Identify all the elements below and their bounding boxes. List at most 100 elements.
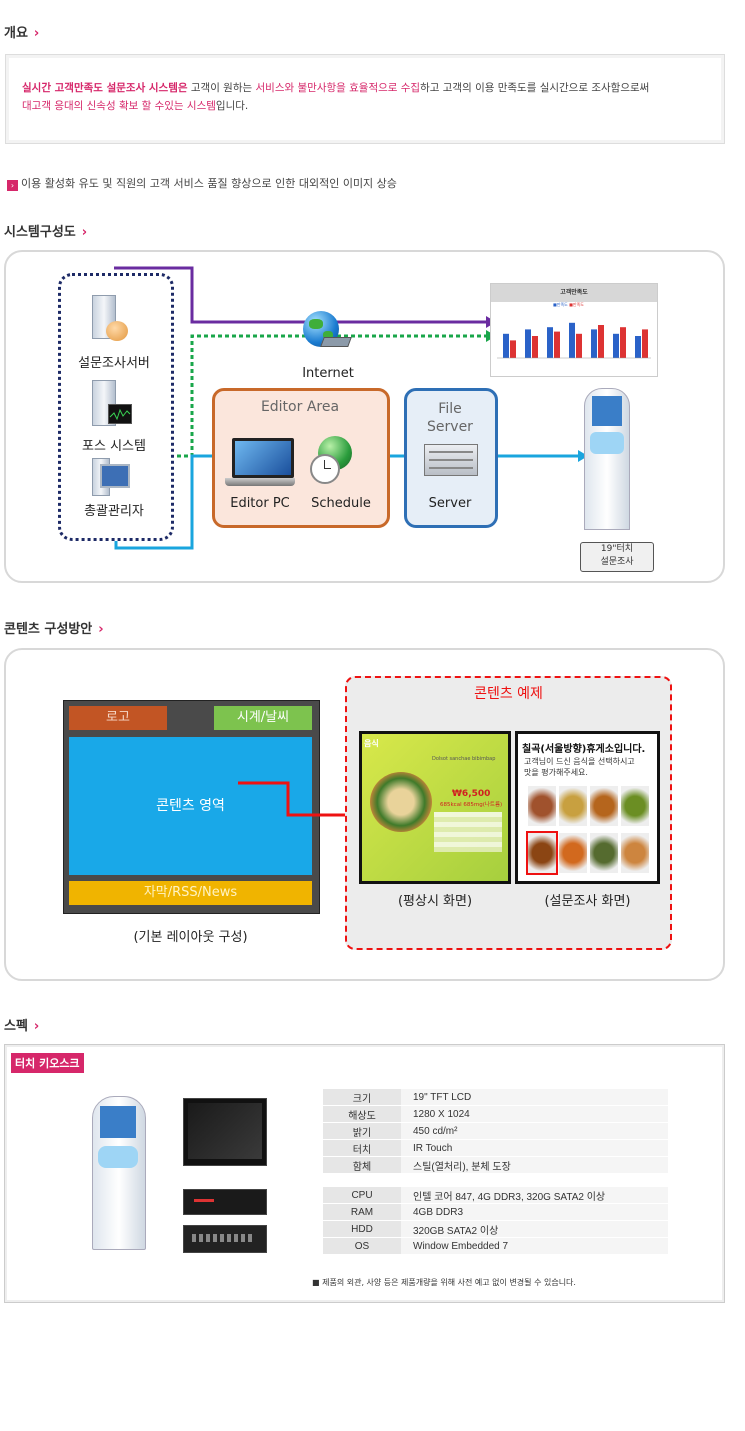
survey-screen: 칠곡(서울방향)휴게소입니다. 고객님이 드신 음식을 선택하시고 맛을 평가해… [515, 731, 660, 884]
benefit-line: ›이용 활성화 유도 및 직원의 고객 서비스 품질 향상으로 인한 대외적인 … [7, 175, 397, 191]
server-label-pos: 포스 시스템 [82, 439, 146, 454]
mini-bar [576, 333, 582, 358]
food-name-en: Dolsot sanchae bibimbap [432, 756, 496, 762]
file-server-label: File Server [427, 401, 473, 435]
food-thumb[interactable] [621, 833, 649, 873]
layout-content-area: 콘텐츠 영역 [69, 737, 312, 875]
mini-bar [554, 331, 560, 358]
system-title: 시스템구성도› [4, 225, 88, 240]
bullet-arrow-icon: › [7, 180, 18, 191]
spec-key: 함체 [323, 1156, 401, 1174]
server-icon [92, 295, 128, 341]
laptop-icon [225, 438, 295, 486]
spec-key: CPU [323, 1187, 401, 1204]
food-thumb-selected[interactable] [526, 831, 558, 875]
mini-bar [525, 329, 531, 358]
food-thumb[interactable] [559, 786, 587, 826]
monitor-product-image [183, 1098, 267, 1166]
food-price: ₩6,500 [452, 789, 491, 799]
overview-title: 개요› [4, 26, 40, 41]
layout-ticker: 자막/RSS/News [69, 881, 312, 905]
spec-value: 스틸(열처리), 분체 도장 [401, 1156, 668, 1174]
food-kcal: 685kcal 685mg(나트륨) [440, 802, 503, 808]
spec-key: RAM [323, 1203, 401, 1221]
normal-screen-caption: (평상시 화면) [397, 894, 473, 909]
mini-bar [569, 322, 575, 358]
mini-chart-bars [497, 322, 651, 359]
mini-bar [503, 333, 509, 358]
network-device-icon [320, 337, 352, 347]
spec-key: 밝기 [323, 1122, 401, 1140]
spec-key: 터치 [323, 1139, 401, 1157]
spec-value: 19" TFT LCD [401, 1089, 668, 1106]
spec-value: 4GB DDR3 [401, 1203, 668, 1221]
food-thumb[interactable] [590, 833, 618, 873]
spec-key: HDD [323, 1220, 401, 1238]
spec-value: 450 cd/m² [401, 1122, 668, 1140]
mini-bar [620, 327, 626, 358]
editor-pc-label: Editor PC [230, 496, 290, 511]
editor-area-label: Editor Area [260, 399, 340, 415]
spec-key: 크기 [323, 1089, 401, 1106]
kiosk-label-2: 설문조사 [600, 557, 634, 567]
mini-chart-legend: ■만족도 ■만족도 [553, 302, 584, 307]
internet-label: Internet [302, 366, 354, 381]
normal-screen: 음식 Dolsot sanchae bibimbap ₩6,500 685kca… [359, 731, 511, 884]
bibimbap-image [370, 772, 432, 832]
mini-bar [635, 336, 641, 358]
pos-server-icon [92, 380, 132, 426]
food-thumb[interactable] [528, 786, 556, 826]
admin-pc-icon [92, 458, 130, 496]
spec-value: IR Touch [401, 1139, 668, 1157]
food-thumb[interactable] [559, 833, 587, 873]
survey-screen-caption: (설문조사 화면) [544, 894, 631, 909]
schedule-label: Schedule [311, 496, 371, 511]
users-icon [106, 321, 128, 341]
spec-key: OS [323, 1237, 401, 1255]
server-label-survey: 설문조사서버 [78, 356, 150, 371]
food-thumb[interactable] [590, 786, 618, 826]
mini-bar [532, 336, 538, 358]
mini-bar [547, 327, 553, 358]
clock-icon [310, 454, 340, 484]
overview-box: 실시간 고객만족도 설문조사 시스템은 고객이 원하는 서비스와 불만사항을 효… [5, 54, 725, 144]
mini-chart-title: 고객만족도 [491, 284, 657, 302]
kiosk-product-image [92, 1096, 146, 1250]
contents-title: 콘텐츠 구성방안› [4, 622, 104, 637]
layout-clock-weather: 시계/날씨 [214, 706, 312, 730]
pc-ports-image [183, 1225, 267, 1253]
kiosk-label-box: 19"터치 설문조사 [580, 542, 654, 572]
server-rack-icon [424, 444, 478, 476]
spec-key: 해상도 [323, 1105, 401, 1123]
mini-bar [642, 329, 648, 358]
kiosk-icon [584, 388, 630, 530]
spec-value: 320GB SATA2 이상 [401, 1220, 668, 1238]
spec-badge: 터치 키오스크 [11, 1053, 84, 1073]
spec-note: ■ 제품의 외관, 사양 등은 제품개량을 위해 사전 예고 없이 변경될 수 … [312, 1278, 576, 1287]
basic-layout-caption: (기본 레이아웃 구성) [133, 930, 248, 945]
overview-text: 실시간 고객만족도 설문조사 시스템은 고객이 원하는 서비스와 불만사항을 효… [22, 82, 650, 112]
food-thumb[interactable] [621, 786, 649, 826]
spec-box [4, 1044, 725, 1303]
pc-box-image [183, 1189, 267, 1215]
spec-title: 스펙› [4, 1019, 40, 1034]
spec-value: Window Embedded 7 [401, 1237, 668, 1255]
kiosk-label-1: 19"터치 [600, 544, 634, 554]
layout-logo: 로고 [69, 706, 167, 730]
server-label: Server [428, 496, 472, 511]
mini-bar [591, 329, 597, 358]
satisfaction-mini-chart: 고객만족도 ■만족도 ■만족도 [490, 283, 658, 377]
mini-bar [613, 333, 619, 358]
nutrition-table [434, 812, 502, 852]
